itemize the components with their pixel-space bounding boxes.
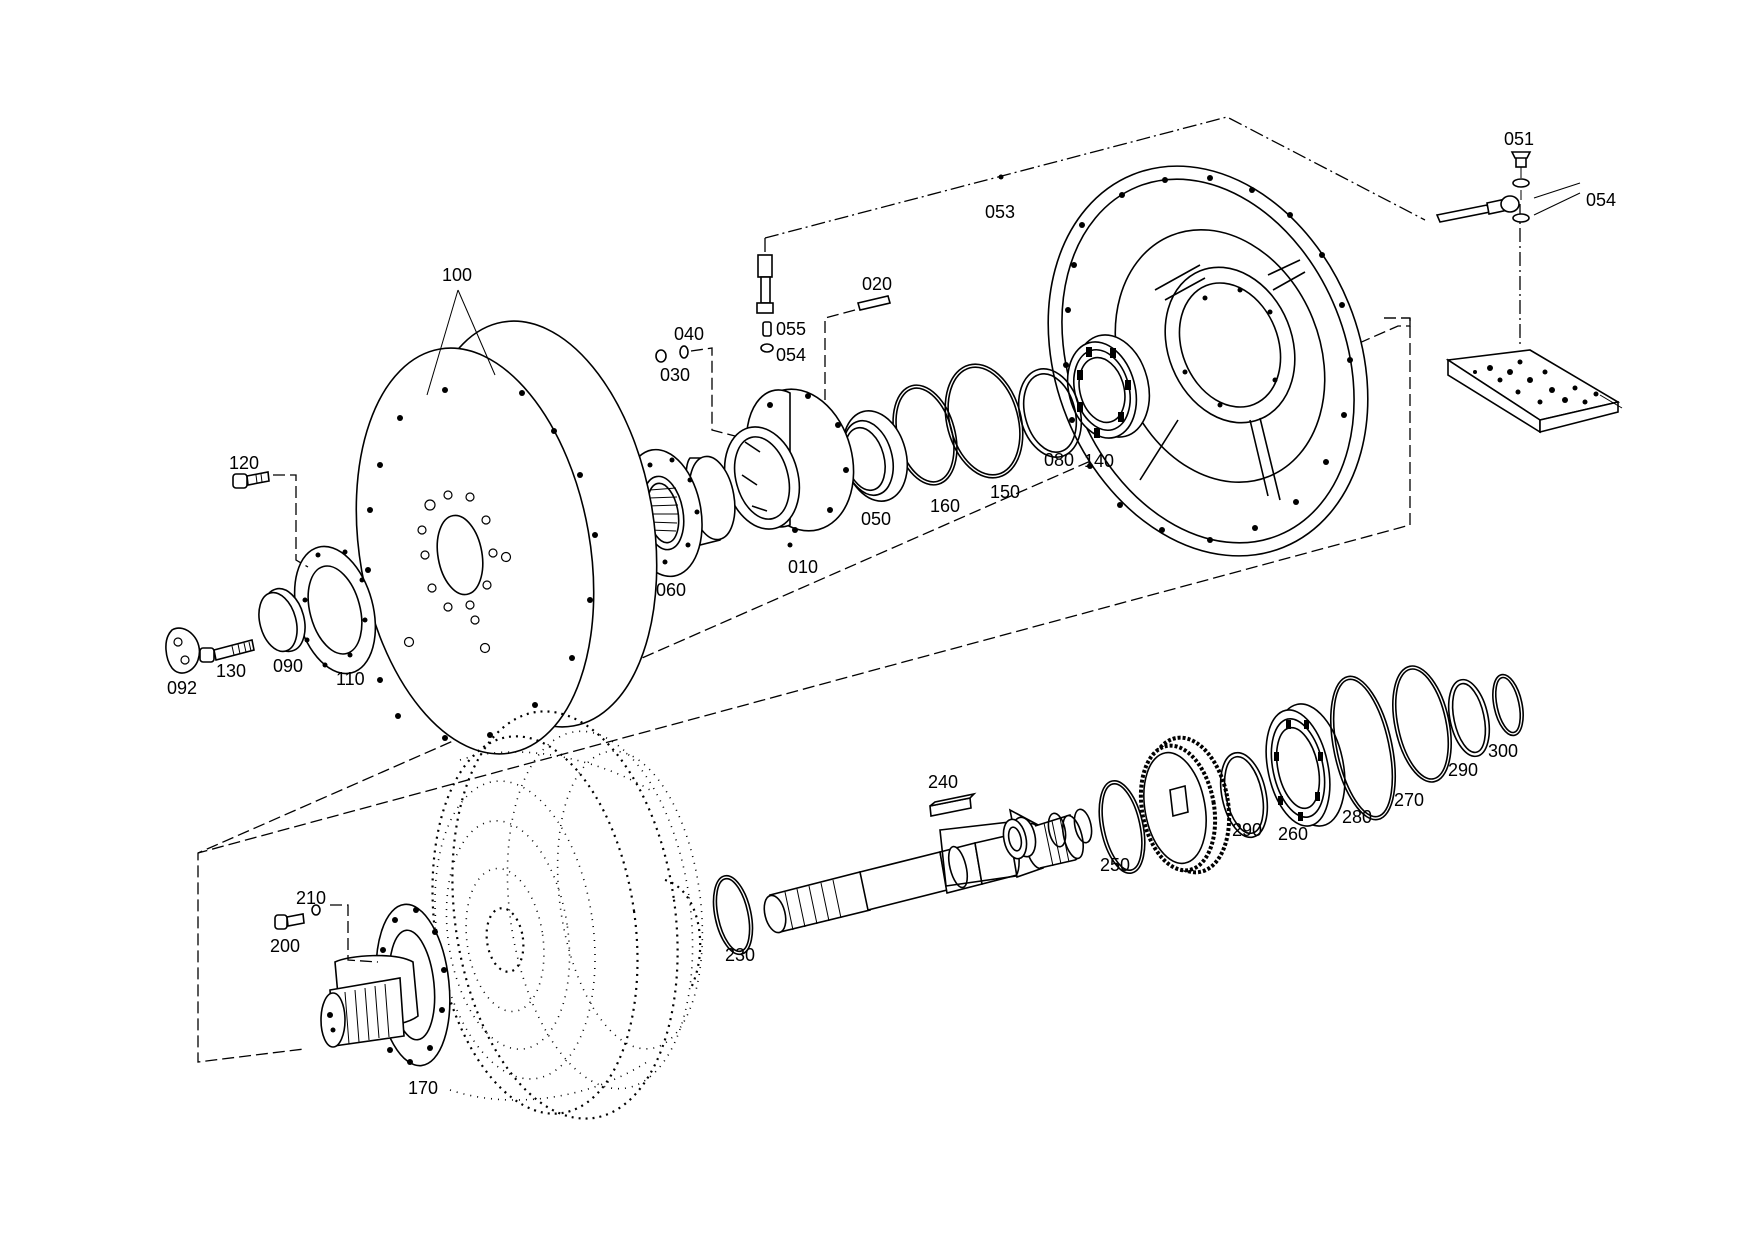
hub-010 <box>723 388 855 548</box>
label-130: 130 <box>216 661 246 681</box>
seal-050 <box>841 410 909 502</box>
pipe-fitting-053 <box>756 254 774 353</box>
label-290-right: 290 <box>1448 760 1478 780</box>
snap-ring-300 <box>1492 673 1524 737</box>
small-rings <box>1047 808 1093 848</box>
label-050: 050 <box>861 509 891 529</box>
bolt-200 <box>274 904 379 963</box>
label-150: 150 <box>990 482 1020 502</box>
bracket-092 <box>165 627 201 674</box>
ring-230 <box>712 874 754 956</box>
bearing-140 <box>1066 334 1151 439</box>
label-030: 030 <box>660 365 690 385</box>
nut-030-040 <box>655 345 736 437</box>
label-140: 140 <box>1084 451 1114 471</box>
ring-290b <box>1447 678 1491 758</box>
label-230: 230 <box>725 945 755 965</box>
gear <box>1138 735 1232 875</box>
label-170: 170 <box>408 1078 438 1098</box>
assembly-outline <box>197 317 1411 1063</box>
ring-250 <box>1098 780 1146 874</box>
key-240 <box>929 792 977 817</box>
label-051: 051 <box>1504 129 1534 149</box>
label-010: 010 <box>788 557 818 577</box>
label-054-lower: 054 <box>776 345 806 365</box>
dash-120-110 <box>273 474 309 568</box>
label-250: 250 <box>1100 855 1130 875</box>
pipe-line-053 <box>764 116 1521 348</box>
label-040: 040 <box>674 324 704 344</box>
label-120: 120 <box>229 453 259 473</box>
label-090: 090 <box>273 656 303 676</box>
label-020: 020 <box>862 274 892 294</box>
needle-bearing <box>1002 816 1037 860</box>
ring-270 <box>1392 665 1452 783</box>
ring-290a <box>1219 751 1269 839</box>
label-160: 160 <box>930 496 960 516</box>
label-100: 100 <box>442 265 472 285</box>
part-labels: 010 020 030 040 050 051 053 054 054 055 … <box>167 129 1616 1098</box>
label-300: 300 <box>1488 741 1518 761</box>
bearing-260 <box>1265 703 1346 827</box>
bolt-130 <box>199 639 255 663</box>
flange-170 <box>320 903 451 1067</box>
label-110: 110 <box>336 669 365 689</box>
disc-100 <box>355 320 658 755</box>
label-060: 060 <box>656 580 686 600</box>
label-290-left: 290 <box>1232 820 1262 840</box>
banjo-pipe <box>1435 151 1532 223</box>
label-260: 260 <box>1278 824 1308 844</box>
main-shaft <box>763 808 1085 934</box>
label-055: 055 <box>776 319 806 339</box>
label-053: 053 <box>985 202 1015 222</box>
housing-cover <box>1047 165 1369 557</box>
bolt-120 <box>232 471 270 489</box>
label-240: 240 <box>928 772 958 792</box>
label-200: 200 <box>270 936 300 956</box>
valve-plate <box>1445 349 1623 434</box>
label-054-upper: 054 <box>1586 190 1616 210</box>
leader-lines <box>426 182 1581 396</box>
washer-090 <box>258 587 306 653</box>
label-210: 210 <box>296 888 326 908</box>
label-092: 092 <box>167 678 197 698</box>
label-280: 280 <box>1342 807 1372 827</box>
torque-converter <box>431 710 704 1120</box>
label-270: 270 <box>1394 790 1424 810</box>
label-080: 080 <box>1044 450 1074 470</box>
pin-020 <box>824 295 892 400</box>
ring-110 <box>293 545 377 675</box>
ring-280 <box>1330 675 1396 821</box>
